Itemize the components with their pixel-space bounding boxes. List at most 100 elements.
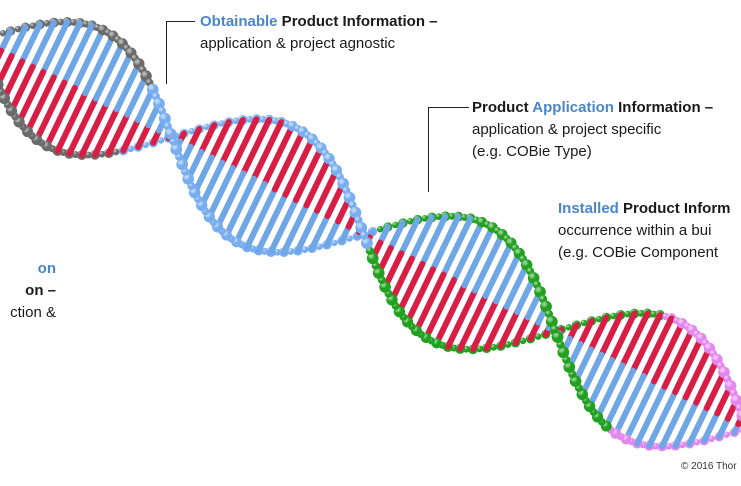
strand-bead-shading	[361, 237, 373, 249]
strand-bead-shading	[274, 248, 281, 256]
strand-bead-shading	[693, 439, 701, 446]
strand-bead-shading	[142, 141, 149, 149]
callout-title: Product Application Information –	[472, 99, 714, 116]
strand-bead-shading	[343, 192, 356, 204]
strand-bead-shading	[724, 380, 737, 392]
base-pair-rung-blue	[29, 19, 57, 70]
base-pair-rung-red	[382, 250, 405, 290]
callout-title-rest: on –	[25, 282, 56, 299]
strand-bead-shading	[218, 120, 225, 127]
strand-bead-shading	[176, 158, 188, 171]
callout-line: application & project agnostic	[200, 35, 396, 52]
strand-bead-shading	[246, 116, 254, 123]
base-pair-rung-red	[703, 369, 728, 411]
strand-bead-shading	[377, 226, 384, 233]
strand-bead-shading	[550, 325, 559, 334]
callout-obtainable: Obtainable Product Information – applica…	[200, 11, 438, 55]
strand-bead-shading	[146, 83, 159, 96]
base-pair-rung-red	[470, 298, 500, 353]
base-pair-rung-red	[651, 320, 686, 385]
base-pair-rung-red	[587, 314, 610, 353]
base-pair-rung-blue	[267, 197, 299, 255]
strand-bead-shading	[127, 145, 134, 153]
base-pair-rung-blue	[244, 186, 278, 251]
base-pair-rung-blue	[323, 218, 342, 248]
strand-bead-shading	[57, 18, 65, 26]
base-pair-rung-blue	[309, 213, 331, 252]
base-pair-rung-red	[282, 136, 316, 198]
base-pair-rung-red	[598, 311, 624, 358]
base-pair-rung-red	[198, 122, 218, 155]
base-pair-rung-blue	[514, 274, 537, 315]
strand-bead-shading	[346, 235, 353, 242]
strand-bead-shading	[736, 409, 741, 422]
strand-bead-shading	[679, 441, 686, 449]
strand-bead-shading	[407, 218, 414, 225]
base-pair-rung-blue	[701, 410, 721, 444]
strand-bead-shading	[14, 25, 22, 33]
base-pair-rung-red	[261, 123, 296, 187]
strand-bead-shading	[0, 87, 5, 96]
base-pair-rung-red	[512, 314, 531, 346]
strand-bead-shading	[708, 435, 715, 443]
strand-bead-shading	[546, 315, 558, 328]
strand-bead-shading	[203, 123, 210, 131]
callout-installed: Installed Product Inform occurrence with…	[558, 198, 731, 264]
base-pair-rung-red	[43, 85, 78, 150]
base-pair-rung-blue	[294, 207, 321, 254]
callout-title: Installed Product Inform	[558, 200, 731, 217]
strand-bead-shading	[349, 206, 362, 219]
callout-line: application & project specific	[472, 121, 662, 138]
strand-bead-shading	[557, 346, 570, 359]
base-pair-rung-blue	[198, 159, 226, 209]
callout-line: ction &	[10, 304, 56, 321]
base-pair-rung-blue	[124, 73, 150, 118]
callout-title: Obtainable Product Information –	[200, 13, 438, 30]
base-pair-rung-blue	[672, 399, 700, 449]
base-pair-rung-blue	[686, 405, 710, 447]
base-pair-rung-red	[187, 126, 203, 150]
base-pair-rung-red	[92, 106, 120, 158]
base-pair-rung-red	[16, 69, 47, 125]
base-pair-rung-blue	[92, 40, 126, 102]
base-pair-rung-blue	[659, 394, 689, 450]
base-pair-rung-blue	[461, 224, 496, 289]
base-pair-rung-red	[8, 63, 36, 114]
base-pair-rung-blue	[8, 24, 29, 59]
strand-bead-shading	[490, 344, 497, 351]
strand-bead-shading	[164, 128, 177, 140]
base-pair-rung-red	[250, 119, 285, 182]
base-pair-rung-blue	[440, 215, 474, 278]
leader-line-application	[428, 107, 469, 192]
base-pair-rung-blue	[472, 231, 506, 294]
strand-bead-shading	[112, 148, 120, 156]
base-pair-rung-red	[396, 261, 426, 315]
callout-title: on	[37, 260, 56, 277]
strand-bead-shading	[569, 375, 582, 387]
base-pair-rung-blue	[419, 213, 449, 267]
base-pair-rung-blue	[233, 181, 268, 245]
strand-bead-shading	[563, 361, 576, 373]
base-pair-rung-blue	[40, 19, 71, 75]
strand-bead-shading	[29, 22, 37, 29]
base-pair-rung-red	[672, 335, 705, 395]
base-pair-rung-blue	[255, 191, 289, 254]
base-pair-rung-red	[66, 95, 99, 157]
base-pair-rung-blue	[387, 219, 406, 251]
base-pair-rung-red	[693, 356, 721, 406]
callout-line: (e.g. COBie Component	[558, 244, 719, 261]
strand-bead-shading	[355, 221, 368, 234]
base-pair-rung-blue	[71, 26, 106, 91]
strand-bead-shading	[372, 267, 385, 279]
strand-bead-shading	[392, 221, 399, 229]
strand-bead-shading	[188, 128, 195, 135]
base-pair-rung-red	[314, 167, 340, 214]
base-pair-rung-blue	[594, 362, 626, 421]
base-pair-rung-red	[54, 90, 89, 154]
base-pair-rung-red	[661, 326, 696, 390]
callout-application: Product Application Information – applic…	[472, 97, 713, 163]
base-pair-rung-blue	[19, 21, 43, 65]
strand-bead-shading	[527, 272, 540, 284]
base-pair-rung-red	[24, 74, 57, 135]
strand-bead-shading	[476, 345, 484, 353]
